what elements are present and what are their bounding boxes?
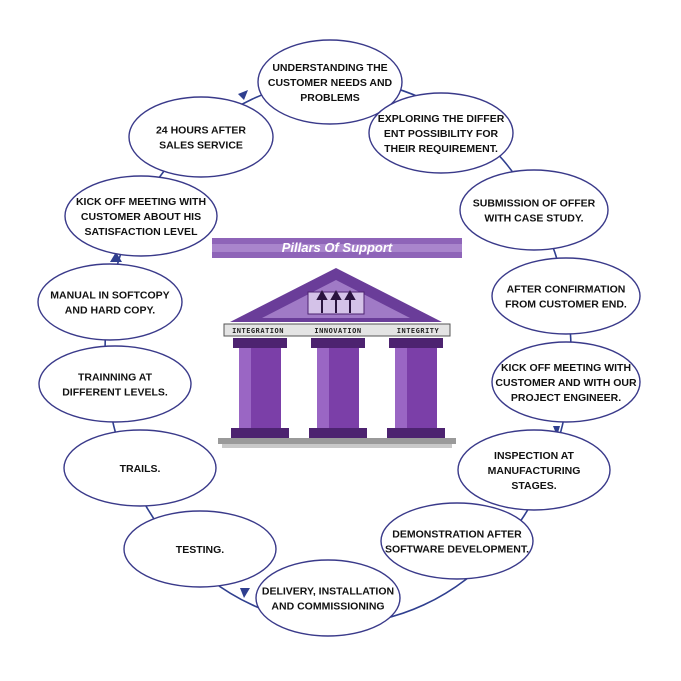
node-label-line: ENT POSSIBILITY FOR [384,128,499,140]
node-label-line: EXPLORING THE DIFFER [378,113,505,125]
node-label-line: SATISFACTION LEVEL [85,226,199,238]
node-label-line: MANUFACTURING [488,465,581,477]
node-ellipse [128,96,274,178]
beam [223,323,451,337]
base-shadow [222,444,452,448]
node-ellipse [491,257,641,335]
node-ellipse [457,429,611,511]
node-label-line: STAGES. [511,480,556,492]
node-ellipse [255,559,401,637]
node-label-line: SOFTWARE DEVELOPMENT. [385,544,529,556]
node-label-line: UNDERSTANDING THE [272,62,387,74]
node-label-line: DEMONSTRATION AFTER [392,529,522,541]
node-ellipse [63,429,217,507]
node-ellipse [38,345,192,423]
pillars-emblem: Pillars Of Support INTEGRATION INNOVATIO… [212,238,462,448]
process-node-1: UNDERSTANDING THE CUSTOMER NEEDS AND PROBL… [257,39,403,125]
node-label-line: AND HARD COPY. [65,305,156,317]
process-nodes: UNDERSTANDING THE CUSTOMER NEEDS AND PROBL… [37,39,641,637]
node-label-line: AFTER CONFIRMATION [507,284,626,296]
node-ellipse [64,175,218,257]
beam-label-integrity: INTEGRITY [397,327,440,335]
process-node-9: TESTING. [123,510,277,588]
node-label-line: WITH CASE STUDY. [484,213,583,225]
pillar-middle [309,338,367,438]
node-label-line: DIFFERENT LEVELS. [62,387,168,399]
beam-label-integration: INTEGRATION [232,327,284,335]
node-label-line: TESTING. [176,544,225,556]
node-label-line: FROM CUSTOMER END. [505,299,627,311]
node-label-line: TRAINNING AT [78,372,153,384]
node-label-line: KICK OFF MEETING WITH [76,196,206,208]
process-node-3: SUBMISSION OF OFFER WITH CASE STUDY. [459,169,609,251]
base [218,438,456,444]
process-node-12: MANUAL IN SOFTCOPY AND HARD COPY. [37,263,183,341]
process-node-2: EXPLORING THE DIFFER ENT POSSIBILITY FOR T… [368,92,514,174]
process-node-7: DEMONSTRATION AFTER SOFTWARE DEVELOPMENT. [380,502,534,580]
pillar-right [387,338,445,438]
beam-label-innovation: INNOVATION [314,327,361,335]
pillar-left [231,338,289,438]
process-node-11: TRAINNING AT DIFFERENT LEVELS. [38,345,192,423]
process-node-13: KICK OFF MEETING WITH CUSTOMER ABOUT HIS S… [64,175,218,257]
node-label-line: INSPECTION AT [494,450,575,462]
node-label-line: KICK OFF MEETING WITH [501,362,631,374]
node-label-line: TRAILS. [120,463,161,475]
roof-arrows [316,289,356,313]
node-ellipse [257,39,403,125]
node-ellipse [459,169,609,251]
node-label-line: SUBMISSION OF OFFER [473,198,596,210]
node-label-line: CUSTOMER NEEDS AND [268,77,393,89]
process-node-10: TRAILS. [63,429,217,507]
node-label-line: 24 HOURS AFTER [156,125,246,137]
banner-stripe [212,244,462,252]
process-node-5: KICK OFF MEETING WITH CUSTOMER AND WITH O… [491,341,641,423]
arrow-icon [240,588,250,598]
node-ellipse [123,510,277,588]
arrow-icon [110,252,122,262]
node-ellipse [37,263,183,341]
node-ellipse [491,341,641,423]
node-ellipse [368,92,514,174]
node-label-line: MANUAL IN SOFTCOPY [50,290,169,302]
process-node-4: AFTER CONFIRMATION FROM CUSTOMER END. [491,257,641,335]
node-label-line: SALES SERVICE [159,140,243,152]
banner-title: Pillars Of Support [282,240,393,255]
node-label-line: THEIR REQUIREMENT. [384,143,498,155]
process-node-14: 24 HOURS AFTER SALES SERVICE [128,96,274,178]
node-label-line: CUSTOMER AND WITH OUR [495,377,637,389]
node-label-line: AND COMMISSIONING [271,601,384,613]
node-label-line: CUSTOMER ABOUT HIS [81,211,201,223]
node-label-line: PROBLEMS [300,92,360,104]
process-node-6: INSPECTION AT MANUFACTURING STAGES. [457,429,611,511]
node-label-line: DELIVERY, INSTALLATION [262,586,394,598]
arrow-icon [238,90,248,100]
node-ellipse [380,502,534,580]
node-label-line: PROJECT ENGINEER. [511,392,621,404]
process-node-8: DELIVERY, INSTALLATION AND COMMISSIONING [255,559,401,637]
